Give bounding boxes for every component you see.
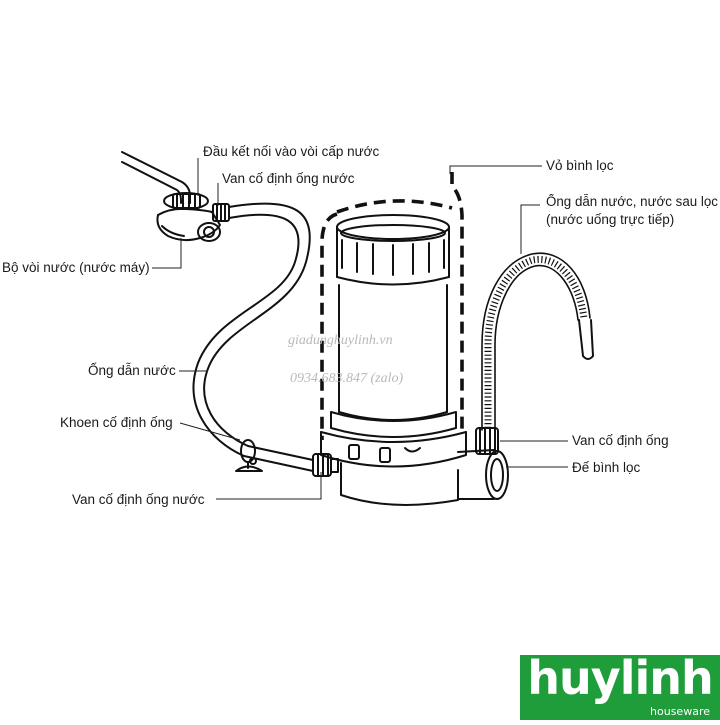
filter-base (320, 431, 509, 506)
watermark-site: giadunghuylinh.vn (288, 333, 393, 348)
faucet-connector (156, 192, 221, 242)
top-hose-valve (212, 203, 230, 222)
outlet-hose (481, 252, 594, 431)
watermark-phone: 0934.683.847 (zalo) (290, 371, 404, 386)
filter-cartridge (330, 214, 457, 438)
label-outlet-hose-line1: Ống dẫn nước, nước sau lọc (546, 194, 718, 209)
label-hose-valve-bottom: Van cố định ống nước (72, 492, 205, 507)
supply-pipe (121, 151, 191, 204)
filter-housing-outline (320, 172, 464, 440)
label-filter-housing: Vỏ bình lọc (546, 158, 614, 173)
label-pipe-valve: Van cố định ống (572, 433, 669, 448)
leader-lines (152, 158, 568, 500)
label-water-hose: Ống dẫn nước (88, 363, 176, 378)
label-outlet-hose-line2: (nước uống trực tiếp) (546, 212, 675, 227)
brand-logo: huylinh houseware (520, 651, 720, 720)
hose-clip (235, 439, 263, 472)
label-faucet-connector: Đầu kết nối vào vòi cấp nước (203, 144, 380, 159)
logo-tagline: houseware (650, 705, 710, 718)
water-hose (192, 202, 314, 472)
label-filter-base: Đế bình lọc (572, 460, 641, 475)
label-hose-clip: Khoen cố định ống (60, 415, 173, 430)
label-hose-valve-top: Van cố định ống nước (222, 171, 355, 186)
label-faucet-set: Bộ vòi nước (nước máy) (2, 260, 150, 275)
logo-brand: huylinh (527, 651, 714, 705)
